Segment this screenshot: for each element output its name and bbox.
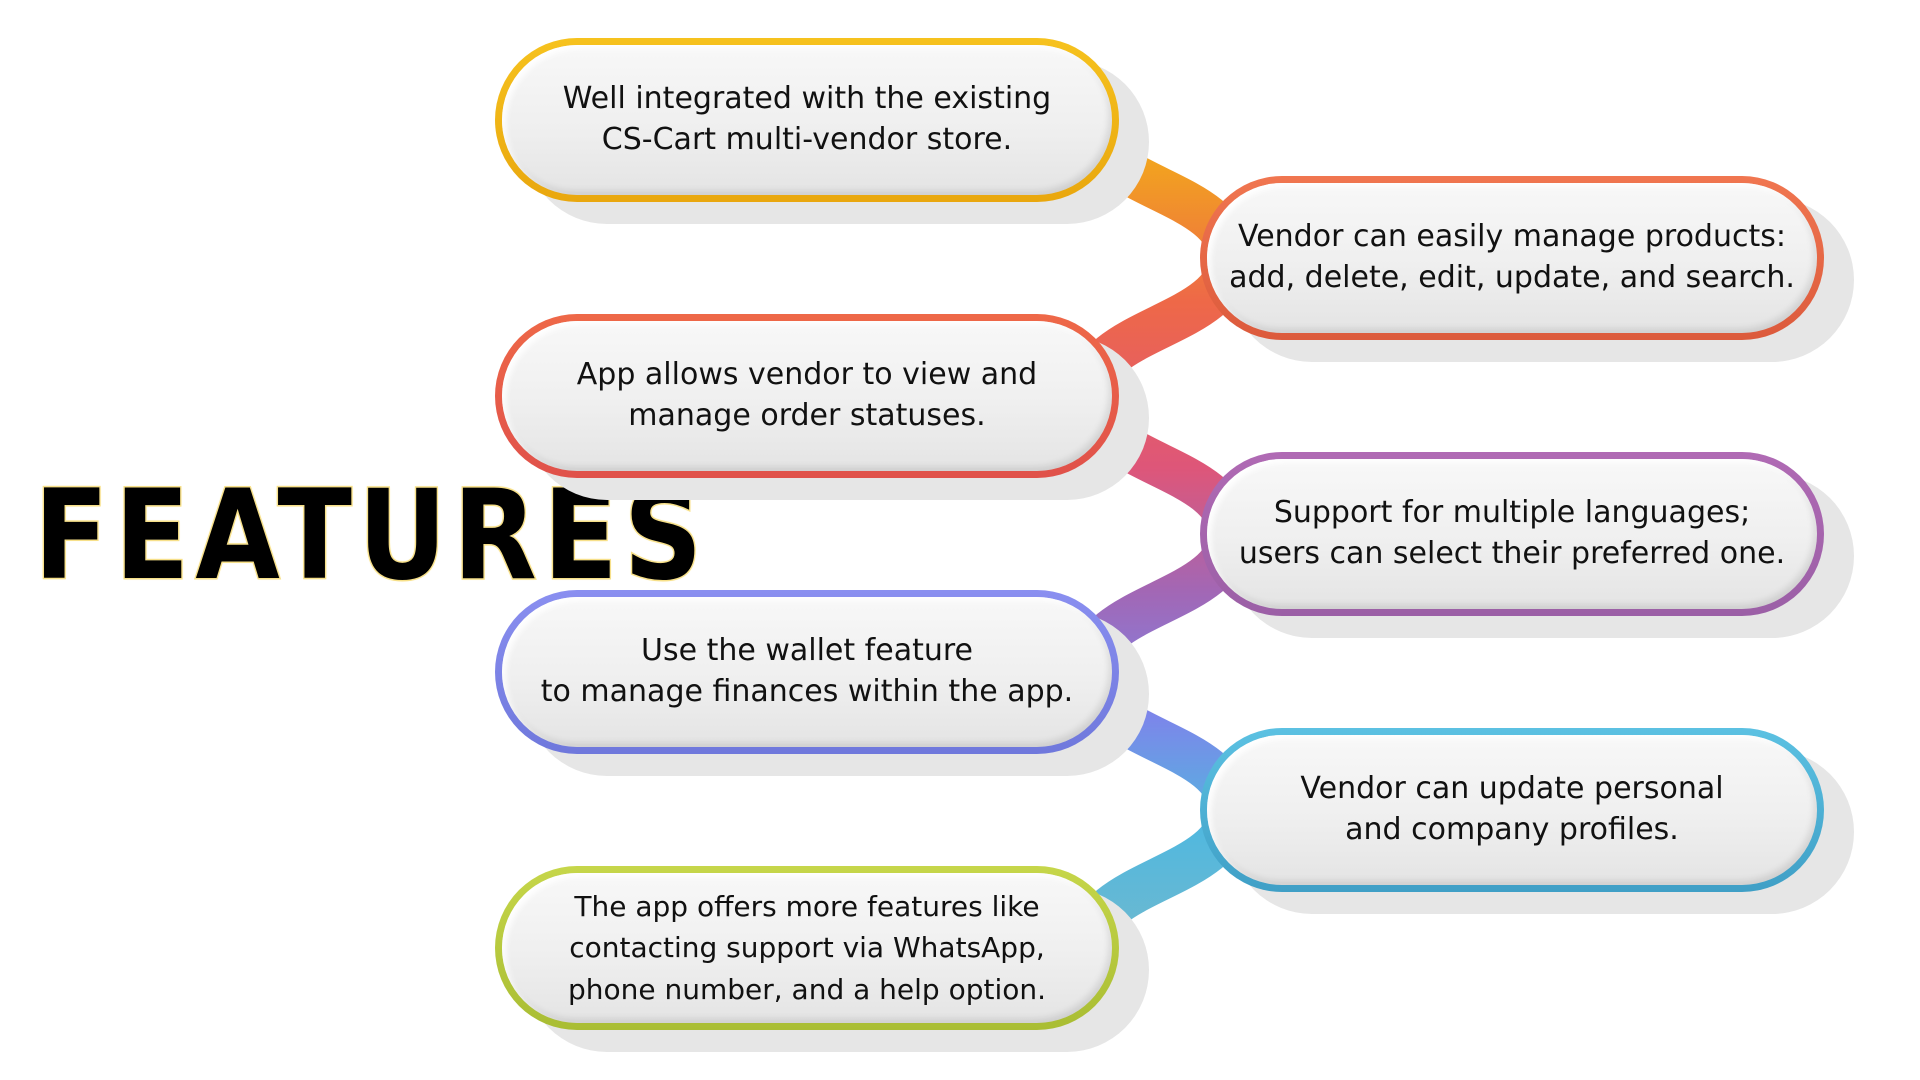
feature-text: App allows vendor to view and manage ord… [576, 357, 1038, 433]
card-body: Well integrated with the existing CS-Car… [502, 45, 1112, 195]
card-border: Vendor can easily manage products: add, … [1200, 176, 1824, 340]
card-border: Use the wallet feature to manage finance… [495, 590, 1119, 754]
feature-card-integration: Well integrated with the existing CS-Car… [495, 38, 1149, 224]
card-body: The app offers more features like contac… [502, 873, 1112, 1023]
feature-text: Vendor can update personal and company p… [1300, 771, 1724, 847]
feature-text: The app offers more features like contac… [567, 889, 1047, 1006]
card-body: Support for multiple languages; users ca… [1207, 459, 1817, 609]
card-border: The app offers more features like contac… [495, 866, 1119, 1030]
feature-card-support: The app offers more features like contac… [495, 866, 1149, 1052]
feature-card-profiles: Vendor can update personal and company p… [1200, 728, 1854, 914]
card-body: Use the wallet feature to manage finance… [502, 597, 1112, 747]
feature-card-languages: Support for multiple languages; users ca… [1200, 452, 1854, 638]
feature-text: Well integrated with the existing CS-Car… [562, 81, 1052, 157]
card-border: Support for multiple languages; users ca… [1200, 452, 1824, 616]
card-border: App allows vendor to view and manage ord… [495, 314, 1119, 478]
feature-text: Support for multiple languages; users ca… [1238, 495, 1786, 571]
card-body: Vendor can easily manage products: add, … [1207, 183, 1817, 333]
card-body: App allows vendor to view and manage ord… [502, 321, 1112, 471]
card-border: Vendor can update personal and company p… [1200, 728, 1824, 892]
card-body: Vendor can update personal and company p… [1207, 735, 1817, 885]
feature-text: Use the wallet feature to manage finance… [540, 633, 1074, 709]
card-border: Well integrated with the existing CS-Car… [495, 38, 1119, 202]
feature-text: Vendor can easily manage products: add, … [1229, 219, 1795, 295]
feature-card-orders: App allows vendor to view and manage ord… [495, 314, 1149, 500]
feature-card-wallet: Use the wallet feature to manage finance… [495, 590, 1149, 776]
feature-card-products: Vendor can easily manage products: add, … [1200, 176, 1854, 362]
